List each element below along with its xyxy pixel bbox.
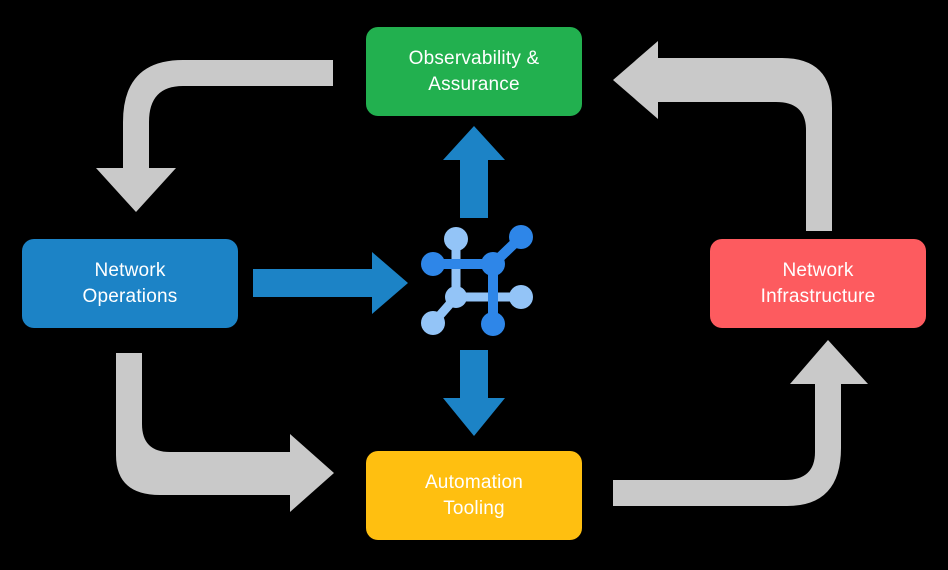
- node-observability-assurance[interactable]: Observability & Assurance: [366, 27, 582, 116]
- arrow-center-to-observability: [443, 126, 505, 218]
- node-label: Network Infrastructure: [760, 259, 876, 307]
- node-automation-tooling[interactable]: Automation Tooling: [366, 451, 582, 540]
- arrow-automation-to-infrastructure: [613, 340, 868, 506]
- arrow-infrastructure-to-observability: [613, 41, 832, 231]
- node-label: Automation Tooling: [424, 471, 524, 519]
- arrow-operations-to-automation: [116, 353, 334, 512]
- arrow-observability-to-operations: [96, 60, 333, 212]
- node-network-infrastructure[interactable]: Network Infrastructure: [710, 239, 926, 328]
- node-label: Observability & Assurance: [408, 47, 540, 95]
- node-network-operations[interactable]: Network Operations: [22, 239, 238, 328]
- arrow-center-to-automation: [443, 350, 505, 436]
- network-topology-icon: [421, 225, 533, 336]
- arrow-operations-to-center: [253, 252, 408, 314]
- node-label: Network Operations: [82, 259, 178, 307]
